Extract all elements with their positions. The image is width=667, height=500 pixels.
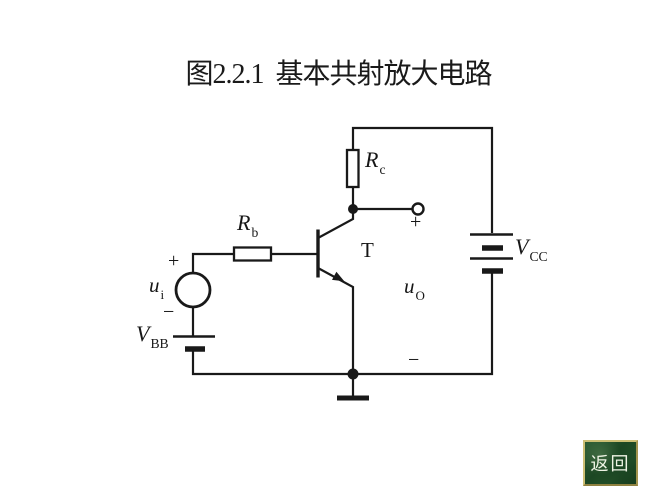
input-plus-sign: + xyxy=(168,250,180,272)
output-voltage-label: uO xyxy=(404,274,425,304)
wire-rc-to-collector xyxy=(351,187,413,211)
transistor-collector xyxy=(317,207,355,239)
return-button-label: 返回 xyxy=(590,454,631,474)
input-minus-sign: − xyxy=(163,301,175,323)
output-terminal xyxy=(411,202,425,216)
output-plus-sign: + xyxy=(410,211,422,233)
ac-source xyxy=(174,271,212,309)
vcc-label: VCC xyxy=(515,234,548,265)
node-dot-collector xyxy=(348,204,358,214)
wire-top xyxy=(351,126,494,233)
rb-label: Rb xyxy=(237,210,259,241)
vbb-label: VBB xyxy=(136,321,169,352)
resistor-rc xyxy=(345,148,360,189)
wire-bottom xyxy=(191,273,494,376)
return-button[interactable]: 返回 xyxy=(583,440,638,486)
output-minus-sign: − xyxy=(408,349,420,371)
emitter-arrow xyxy=(332,271,345,282)
transistor-emitter xyxy=(317,267,355,374)
rc-label: Rc xyxy=(365,147,386,178)
wire-left-upper xyxy=(191,252,234,273)
resistor-rb xyxy=(232,246,273,262)
transistor-label: T xyxy=(361,238,374,262)
slide-title: 图2.2.1 基本共射放大电路 xyxy=(185,59,492,90)
input-voltage-label: ui xyxy=(149,273,165,303)
